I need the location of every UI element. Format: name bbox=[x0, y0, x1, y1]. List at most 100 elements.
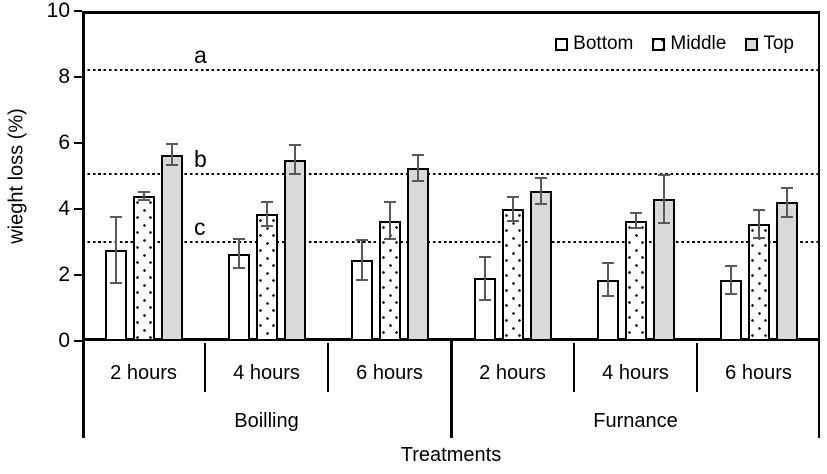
error-bar-cap bbox=[657, 222, 670, 225]
error-bar-cap bbox=[601, 262, 614, 265]
bar-top-group1 bbox=[160, 154, 183, 341]
error-bar-cap bbox=[629, 226, 642, 229]
error-bar-cap bbox=[260, 224, 273, 227]
legend-swatch-middle bbox=[652, 37, 666, 51]
x-axis-separator-short bbox=[696, 343, 698, 392]
y-tick-mark bbox=[74, 208, 82, 210]
y-tick-label: 6 bbox=[58, 131, 70, 154]
legend-swatch-bottom bbox=[555, 37, 569, 51]
error-bar-cap bbox=[288, 172, 301, 175]
x-group-label: 2 hours bbox=[479, 362, 546, 384]
legend-label-bottom: Bottom bbox=[573, 33, 634, 54]
y-tick-mark bbox=[74, 10, 82, 12]
x-axis-separator-long bbox=[449, 341, 453, 438]
error-bar-cap bbox=[534, 203, 547, 206]
error-bar-cap bbox=[478, 298, 491, 301]
error-bar-cap bbox=[506, 196, 519, 199]
error-bar-cap bbox=[411, 153, 424, 156]
error-bar-cap bbox=[355, 239, 368, 242]
error-bar-cap bbox=[411, 179, 424, 182]
error-bar bbox=[539, 177, 542, 205]
y-tick-label: 8 bbox=[58, 65, 70, 88]
error-bar-cap bbox=[260, 201, 273, 204]
ref-line-label-b: b bbox=[194, 146, 207, 173]
y-axis-title: wieght loss (%) bbox=[5, 108, 28, 244]
plot-area: Bottom Middle Top a b c bbox=[82, 11, 820, 341]
error-bar-cap bbox=[165, 142, 178, 145]
bar-top-group2 bbox=[283, 159, 306, 341]
y-tick-mark bbox=[74, 274, 82, 276]
y-tick-label: 10 bbox=[46, 0, 70, 22]
error-bar-cap bbox=[137, 198, 150, 201]
y-tick-mark bbox=[74, 340, 82, 342]
error-bar-cap bbox=[780, 216, 793, 219]
bar-middle-group5 bbox=[624, 220, 647, 341]
error-bar bbox=[729, 266, 732, 294]
error-bar bbox=[511, 197, 514, 221]
bar-top-group3 bbox=[406, 167, 429, 341]
x-group-label: 4 hours bbox=[233, 362, 300, 384]
error-bar-cap bbox=[232, 237, 245, 240]
bar-middle-group6 bbox=[747, 223, 770, 341]
x-axis-separator-long bbox=[82, 341, 85, 438]
bar-middle-group2 bbox=[255, 213, 278, 341]
error-bar-cap bbox=[109, 282, 122, 285]
error-bar bbox=[662, 175, 665, 224]
y-tick-label: 0 bbox=[58, 329, 70, 352]
error-bar-cap bbox=[109, 216, 122, 219]
ref-line-b bbox=[82, 173, 820, 176]
x-axis-separator-long bbox=[818, 341, 820, 438]
error-bar bbox=[785, 187, 788, 218]
error-bar bbox=[388, 202, 391, 239]
error-bar bbox=[416, 154, 419, 181]
error-bar-cap bbox=[506, 219, 519, 222]
error-bar bbox=[360, 240, 363, 280]
error-bar-cap bbox=[724, 292, 737, 295]
error-bar-cap bbox=[601, 295, 614, 298]
x-axis-separator-short bbox=[573, 343, 575, 392]
error-bar bbox=[114, 217, 117, 284]
error-bar bbox=[265, 202, 268, 226]
ref-line-label-c: c bbox=[194, 214, 206, 240]
error-bar bbox=[170, 143, 173, 166]
ref-line-label-a: a bbox=[194, 42, 207, 69]
error-bar bbox=[606, 263, 609, 297]
x-group-label: 6 hours bbox=[725, 362, 792, 384]
legend-label-middle: Middle bbox=[670, 33, 727, 54]
error-bar-cap bbox=[629, 212, 642, 215]
error-bar-cap bbox=[383, 201, 396, 204]
error-bar bbox=[237, 238, 240, 269]
bar-top-group6 bbox=[775, 202, 798, 341]
y-tick-mark bbox=[74, 76, 82, 78]
error-bar bbox=[634, 213, 637, 228]
error-bar-cap bbox=[137, 190, 150, 193]
error-bar-cap bbox=[165, 164, 178, 167]
x-axis-separator-short bbox=[327, 343, 329, 392]
error-bar-cap bbox=[724, 265, 737, 268]
legend: Bottom Middle Top bbox=[555, 33, 794, 55]
error-bar-cap bbox=[232, 267, 245, 270]
ref-line-c bbox=[82, 241, 820, 243]
error-bar bbox=[757, 209, 760, 239]
y-tick-mark bbox=[74, 142, 82, 144]
x-treatment-label-boilling: Boilling bbox=[234, 410, 299, 432]
x-treatment-label-furnance: Furnance bbox=[593, 410, 678, 432]
x-axis-separator-short bbox=[204, 343, 206, 392]
y-tick-label: 2 bbox=[58, 263, 70, 286]
ref-line-a bbox=[82, 69, 820, 72]
error-bar bbox=[142, 191, 145, 200]
legend-label-top: Top bbox=[763, 33, 794, 54]
error-bar-cap bbox=[355, 278, 368, 281]
error-bar-cap bbox=[780, 186, 793, 189]
error-bar-cap bbox=[534, 176, 547, 179]
legend-item-bottom: Bottom bbox=[555, 33, 633, 55]
error-bar-cap bbox=[288, 144, 301, 147]
error-bar-cap bbox=[752, 237, 765, 240]
bar-top-group4 bbox=[529, 190, 552, 341]
x-axis-title: Treatments bbox=[400, 444, 502, 466]
error-bar-cap bbox=[657, 174, 670, 177]
bar-middle-group4 bbox=[501, 209, 524, 341]
plot-frame bbox=[82, 11, 820, 341]
x-group-label: 6 hours bbox=[356, 362, 423, 384]
